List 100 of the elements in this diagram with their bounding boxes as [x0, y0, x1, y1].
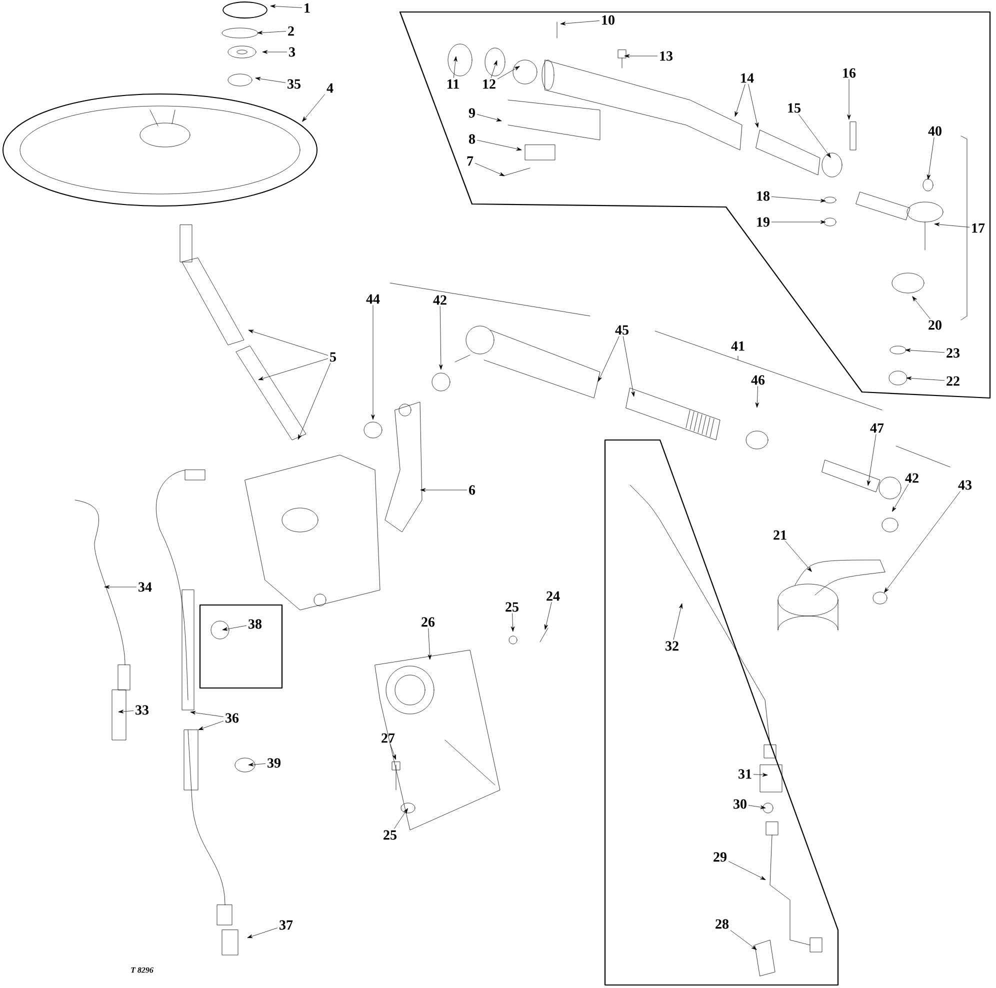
leader-line: [390, 744, 396, 760]
leader-line: [104, 585, 136, 589]
leader-line: [892, 484, 908, 512]
callout-number: 27: [382, 733, 395, 743]
callout-number: 25: [384, 830, 396, 840]
callout-number: 34: [138, 582, 152, 592]
leader-line: [598, 336, 620, 382]
leader-line: [258, 358, 328, 380]
callout-number: 18: [757, 191, 770, 201]
callout-number: 46: [751, 375, 765, 385]
callout-number: 21: [774, 530, 786, 540]
leader-line: [785, 541, 812, 572]
callout-number: 6: [469, 485, 476, 495]
leader-line: [624, 54, 658, 58]
leader-line: [728, 861, 766, 880]
leader-line: [927, 137, 934, 180]
leader-line: [428, 628, 432, 660]
leader-line: [420, 488, 467, 492]
callout-number: 32: [666, 641, 678, 651]
callout-number: 43: [958, 480, 972, 490]
leader-line: [755, 386, 759, 408]
leader-line: [511, 613, 515, 632]
callout-number: 41: [731, 341, 744, 351]
leader-line: [754, 773, 768, 777]
callout-number: 42: [905, 473, 918, 483]
leader-line: [248, 762, 266, 766]
leader-line: [673, 603, 683, 640]
leader-line: [222, 625, 246, 631]
callout-number: 20: [928, 320, 942, 330]
leader-line: [905, 348, 944, 353]
leader-line: [912, 296, 930, 319]
leader-line: [798, 114, 831, 158]
callout-number: 3: [289, 47, 296, 57]
callout-number: 25: [506, 602, 518, 612]
callout-number: 13: [660, 51, 673, 61]
leader-line: [906, 376, 944, 381]
callout-number: 14: [741, 73, 754, 83]
leader-line: [118, 710, 134, 714]
leader-line: [453, 56, 458, 78]
callout-number: 11: [448, 79, 459, 89]
leader-line: [847, 79, 851, 120]
leader-line: [298, 363, 331, 440]
callout-number: 9: [468, 108, 475, 118]
callout-number: 4: [326, 83, 334, 93]
callout-number: 45: [615, 325, 628, 335]
leader-line: [772, 220, 826, 224]
callout-number: 22: [946, 376, 960, 386]
leader-line: [730, 930, 757, 950]
leader-line: [247, 928, 278, 938]
leader-line: [477, 114, 502, 122]
figure-code: T 8296: [131, 967, 154, 973]
leader-line: [934, 222, 970, 228]
callout-number: 36: [226, 713, 239, 723]
callout-number: 26: [422, 617, 435, 627]
callout-number: 10: [602, 15, 614, 25]
leader-line: [371, 305, 375, 420]
callout-number: 31: [738, 769, 752, 779]
callout-number: 38: [248, 619, 262, 629]
callout-number: 35: [288, 79, 300, 89]
leader-line: [544, 602, 552, 630]
leader-line: [498, 66, 520, 80]
callout-number: 28: [716, 919, 729, 929]
inset-frame: [399, 11, 991, 399]
leader-line: [475, 163, 505, 176]
callout-number: 19: [757, 217, 770, 227]
callout-number: 40: [928, 126, 942, 136]
leader-line: [248, 330, 328, 356]
callout-number: 37: [280, 920, 293, 930]
leader-line: [394, 808, 408, 829]
callout-number: 2: [288, 26, 294, 36]
leader-line: [270, 4, 302, 8]
callout-number: 30: [734, 799, 746, 809]
leader-line: [734, 84, 746, 117]
inset-frame: [604, 439, 839, 986]
callout-number: 42: [433, 295, 446, 305]
leader-line: [748, 805, 766, 809]
leader-line: [477, 140, 522, 151]
callout-number: 29: [714, 852, 726, 862]
leader-line: [867, 434, 876, 486]
callout-number: 24: [546, 591, 560, 601]
callout-number: 23: [946, 348, 960, 358]
callout-number: 12: [483, 79, 496, 89]
callout-number: 15: [788, 103, 800, 113]
callout-number: 44: [366, 294, 380, 304]
callout-number: 16: [843, 68, 856, 78]
leader-line: [884, 491, 960, 593]
leader-line: [439, 306, 443, 370]
leader-line: [622, 336, 635, 397]
leader-line: [772, 196, 826, 202]
leader-line: [748, 84, 759, 128]
callout-number: 5: [330, 352, 336, 362]
leader-line: [490, 60, 498, 78]
leader-line: [190, 711, 224, 717]
callout-number: 7: [467, 156, 474, 166]
leader-line: [198, 720, 224, 730]
leader-line: [255, 77, 286, 83]
callout-number: 17: [972, 223, 985, 233]
callout-number: 8: [468, 134, 476, 144]
leader-line: [560, 20, 600, 26]
callout-number: 39: [268, 758, 280, 768]
